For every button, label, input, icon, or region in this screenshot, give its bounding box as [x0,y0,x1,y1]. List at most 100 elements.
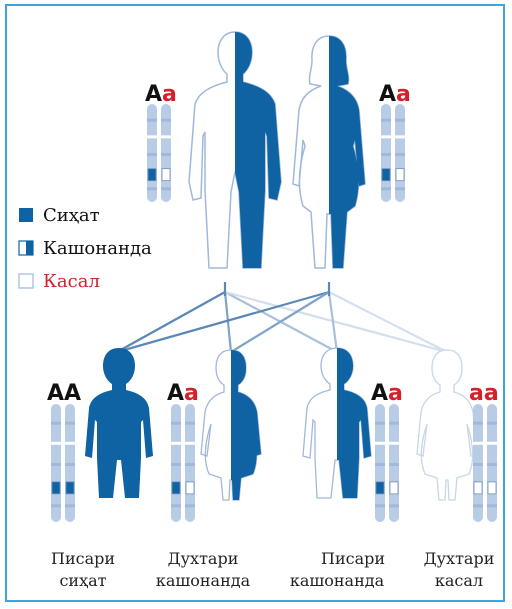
chromosome-band [161,119,171,122]
chromosome-band [395,187,405,190]
centromere [50,442,62,445]
legend: Сиҳат Кашонанда Касал [19,205,152,292]
chromosome-band [473,422,483,425]
mother-figure-icon [293,36,365,268]
legend-item-healthy: Сиҳат [19,205,100,226]
chromosome-band [65,463,75,466]
legend-label-sick: Касал [43,271,100,292]
father-genotype: Aa [145,82,177,107]
centromere [64,442,76,445]
chromosome-band [473,463,483,466]
diagram-frame: Aa Aa AA Aa Aa aa Сиҳат Кашонанда Касал … [5,4,505,602]
chromosome-band [375,504,385,507]
centromere [146,135,158,138]
chromosome-band [395,153,405,156]
child3-caption-line2: кашонанда [290,571,385,590]
chromosome-band [65,504,75,507]
chromosome-band [171,422,181,425]
centromere [380,135,392,138]
chromosome-band [147,153,157,156]
chromosome-band [185,463,195,466]
centromere [394,135,406,138]
chromosome-band [487,504,497,507]
children-0-chromosome-pair [50,404,76,522]
empty-square-icon [19,274,33,288]
child1-caption-line2: сиҳат [59,571,106,590]
chromosome-band [389,463,399,466]
inheritance-diagram: Aa Aa AA Aa Aa aa Сиҳат Кашонанда Касал … [7,6,505,602]
chromosome-band [375,422,385,425]
child3-genotype: Aa [371,381,403,406]
chromosome-band [381,153,391,156]
chromosome-band [487,463,497,466]
child4-caption-line2: касал [435,571,483,590]
solid-square-icon [19,208,33,222]
child1-genotype: AA [47,381,81,406]
chromosome-band [487,422,497,425]
centromere [170,442,182,445]
child2-caption-line2: кашонанда [156,571,251,590]
allele-band [382,169,390,181]
chromosome-band [185,504,195,507]
chromosome-band [381,187,391,190]
legend-item-sick: Касал [19,271,100,292]
chromosome-band [51,463,61,466]
children-3-chromosome-pair [472,404,498,522]
allele-band [488,482,496,494]
chromosome-band [171,463,181,466]
chromosome-band [147,187,157,190]
child2-girl-figure-icon [201,350,261,500]
line-mother-child2 [231,292,329,352]
legend-item-carrier: Кашонанда [19,238,152,259]
line-father-child1 [117,292,225,352]
chromosome-band [51,504,61,507]
child4-genotype: aa [469,381,499,406]
allele-band [52,482,60,494]
chromosome-band [389,504,399,507]
child4-caption-line1: Духтари [424,549,495,568]
father-figure-icon [189,32,281,268]
child2-genotype: Aa [167,381,199,406]
centromere [486,442,498,445]
child4-girl-figure-icon [417,350,477,500]
chromosome-band [185,422,195,425]
chromosome-band [389,422,399,425]
chromosome-band [161,153,171,156]
centromere [184,442,196,445]
inheritance-lines [117,282,447,352]
child3-caption-line1: Писари [321,549,385,568]
allele-band [172,482,180,494]
chromosome-band [161,187,171,190]
chromosome-band [51,422,61,425]
chromosome-band [171,504,181,507]
centromere [472,442,484,445]
allele-band [396,169,404,181]
allele-band [186,482,194,494]
chromosome-band [375,463,385,466]
chromosome-band [65,422,75,425]
children-1-chromosome-pair [170,404,196,522]
allele-band [390,482,398,494]
child2-caption-line1: Духтари [168,549,239,568]
centromere [160,135,172,138]
chromosome-band [473,504,483,507]
chromosome-band [395,119,405,122]
allele-band [474,482,482,494]
allele-band [376,482,384,494]
parents-0-chromosome-pair [146,104,172,202]
legend-label-healthy: Сиҳат [43,205,100,226]
allele-band [148,169,156,181]
children-2-chromosome-pair [374,404,400,522]
child1-boy-figure-icon [85,348,153,498]
chromosome-band [381,119,391,122]
mother-genotype: Aa [379,82,411,107]
child1-caption-line1: Писари [51,549,115,568]
parents-1-chromosome-pair [380,104,406,202]
allele-band [66,482,74,494]
line-mother-child4 [329,292,447,352]
allele-band [162,169,170,181]
line-mother-child1 [117,292,329,352]
legend-label-carrier: Кашонанда [43,238,152,259]
centromere [374,442,386,445]
chromosome-band [147,119,157,122]
